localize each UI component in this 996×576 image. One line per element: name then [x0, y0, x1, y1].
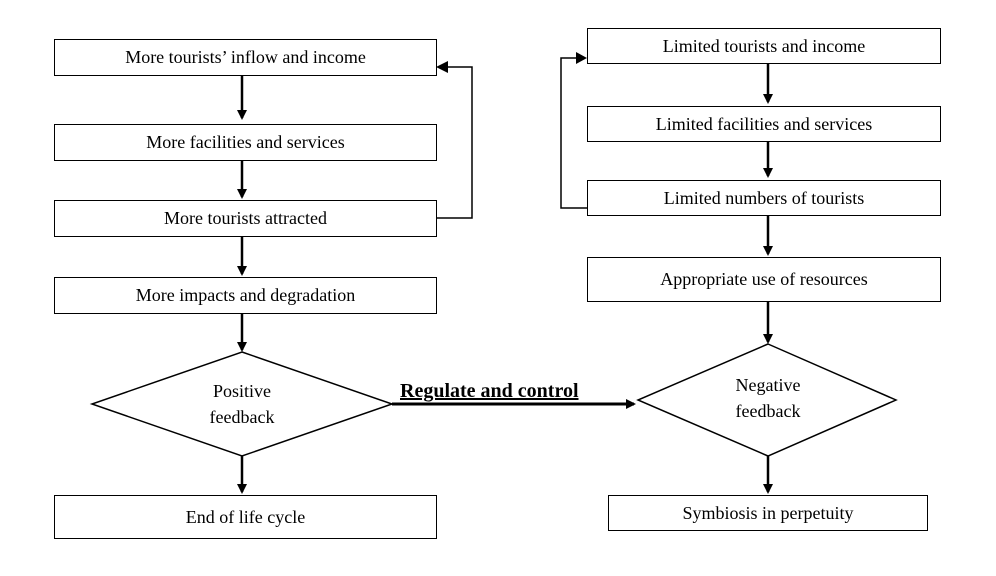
box-more-facilities: More facilities and services — [54, 124, 437, 161]
box-appropriate-use-resources: Appropriate use of resources — [587, 257, 941, 302]
negative-feedback-diamond — [636, 343, 898, 457]
regulate-and-control-label: Regulate and control — [400, 380, 579, 402]
positive-feedback-label: Positive feedback — [162, 378, 322, 430]
positive-feedback-diamond — [89, 351, 395, 457]
box-label: Limited tourists and income — [662, 35, 866, 56]
box-more-tourists-inflow: More tourists’ inflow and income — [54, 39, 437, 76]
box-limited-tourists-income: Limited tourists and income — [587, 28, 941, 64]
left-loop-arrowhead — [436, 61, 448, 73]
decision-line: Positive — [212, 381, 271, 401]
decision-line: Negative — [735, 375, 801, 395]
box-limited-facilities: Limited facilities and services — [587, 106, 941, 142]
box-more-impacts: More impacts and degradation — [54, 277, 437, 314]
right-feedback-loop — [560, 57, 587, 209]
box-end-of-life-cycle: End of life cycle — [54, 495, 437, 539]
box-label: Limited numbers of tourists — [663, 187, 865, 208]
box-symbiosis: Symbiosis in perpetuity — [608, 495, 928, 531]
box-label: More tourists attracted — [164, 208, 327, 228]
left-feedback-loop — [437, 66, 473, 219]
box-label: End of life cycle — [185, 506, 306, 527]
box-label: Symbiosis in perpetuity — [682, 502, 854, 523]
box-label: Limited facilities and services — [655, 113, 873, 134]
right-loop-arrowhead — [576, 52, 587, 64]
box-more-tourists-attracted: More tourists attracted — [54, 200, 437, 237]
box-label: More tourists’ inflow and income — [125, 47, 366, 67]
box-label: Appropriate use of resources — [660, 269, 868, 289]
decision-line: feedback — [209, 407, 275, 427]
box-label: More facilities and services — [146, 132, 345, 152]
box-label: More impacts and degradation — [135, 285, 356, 305]
negative-feedback-label: Negative feedback — [688, 372, 848, 424]
box-limited-numbers-tourists: Limited numbers of tourists — [587, 180, 941, 216]
decision-line: feedback — [735, 401, 801, 421]
